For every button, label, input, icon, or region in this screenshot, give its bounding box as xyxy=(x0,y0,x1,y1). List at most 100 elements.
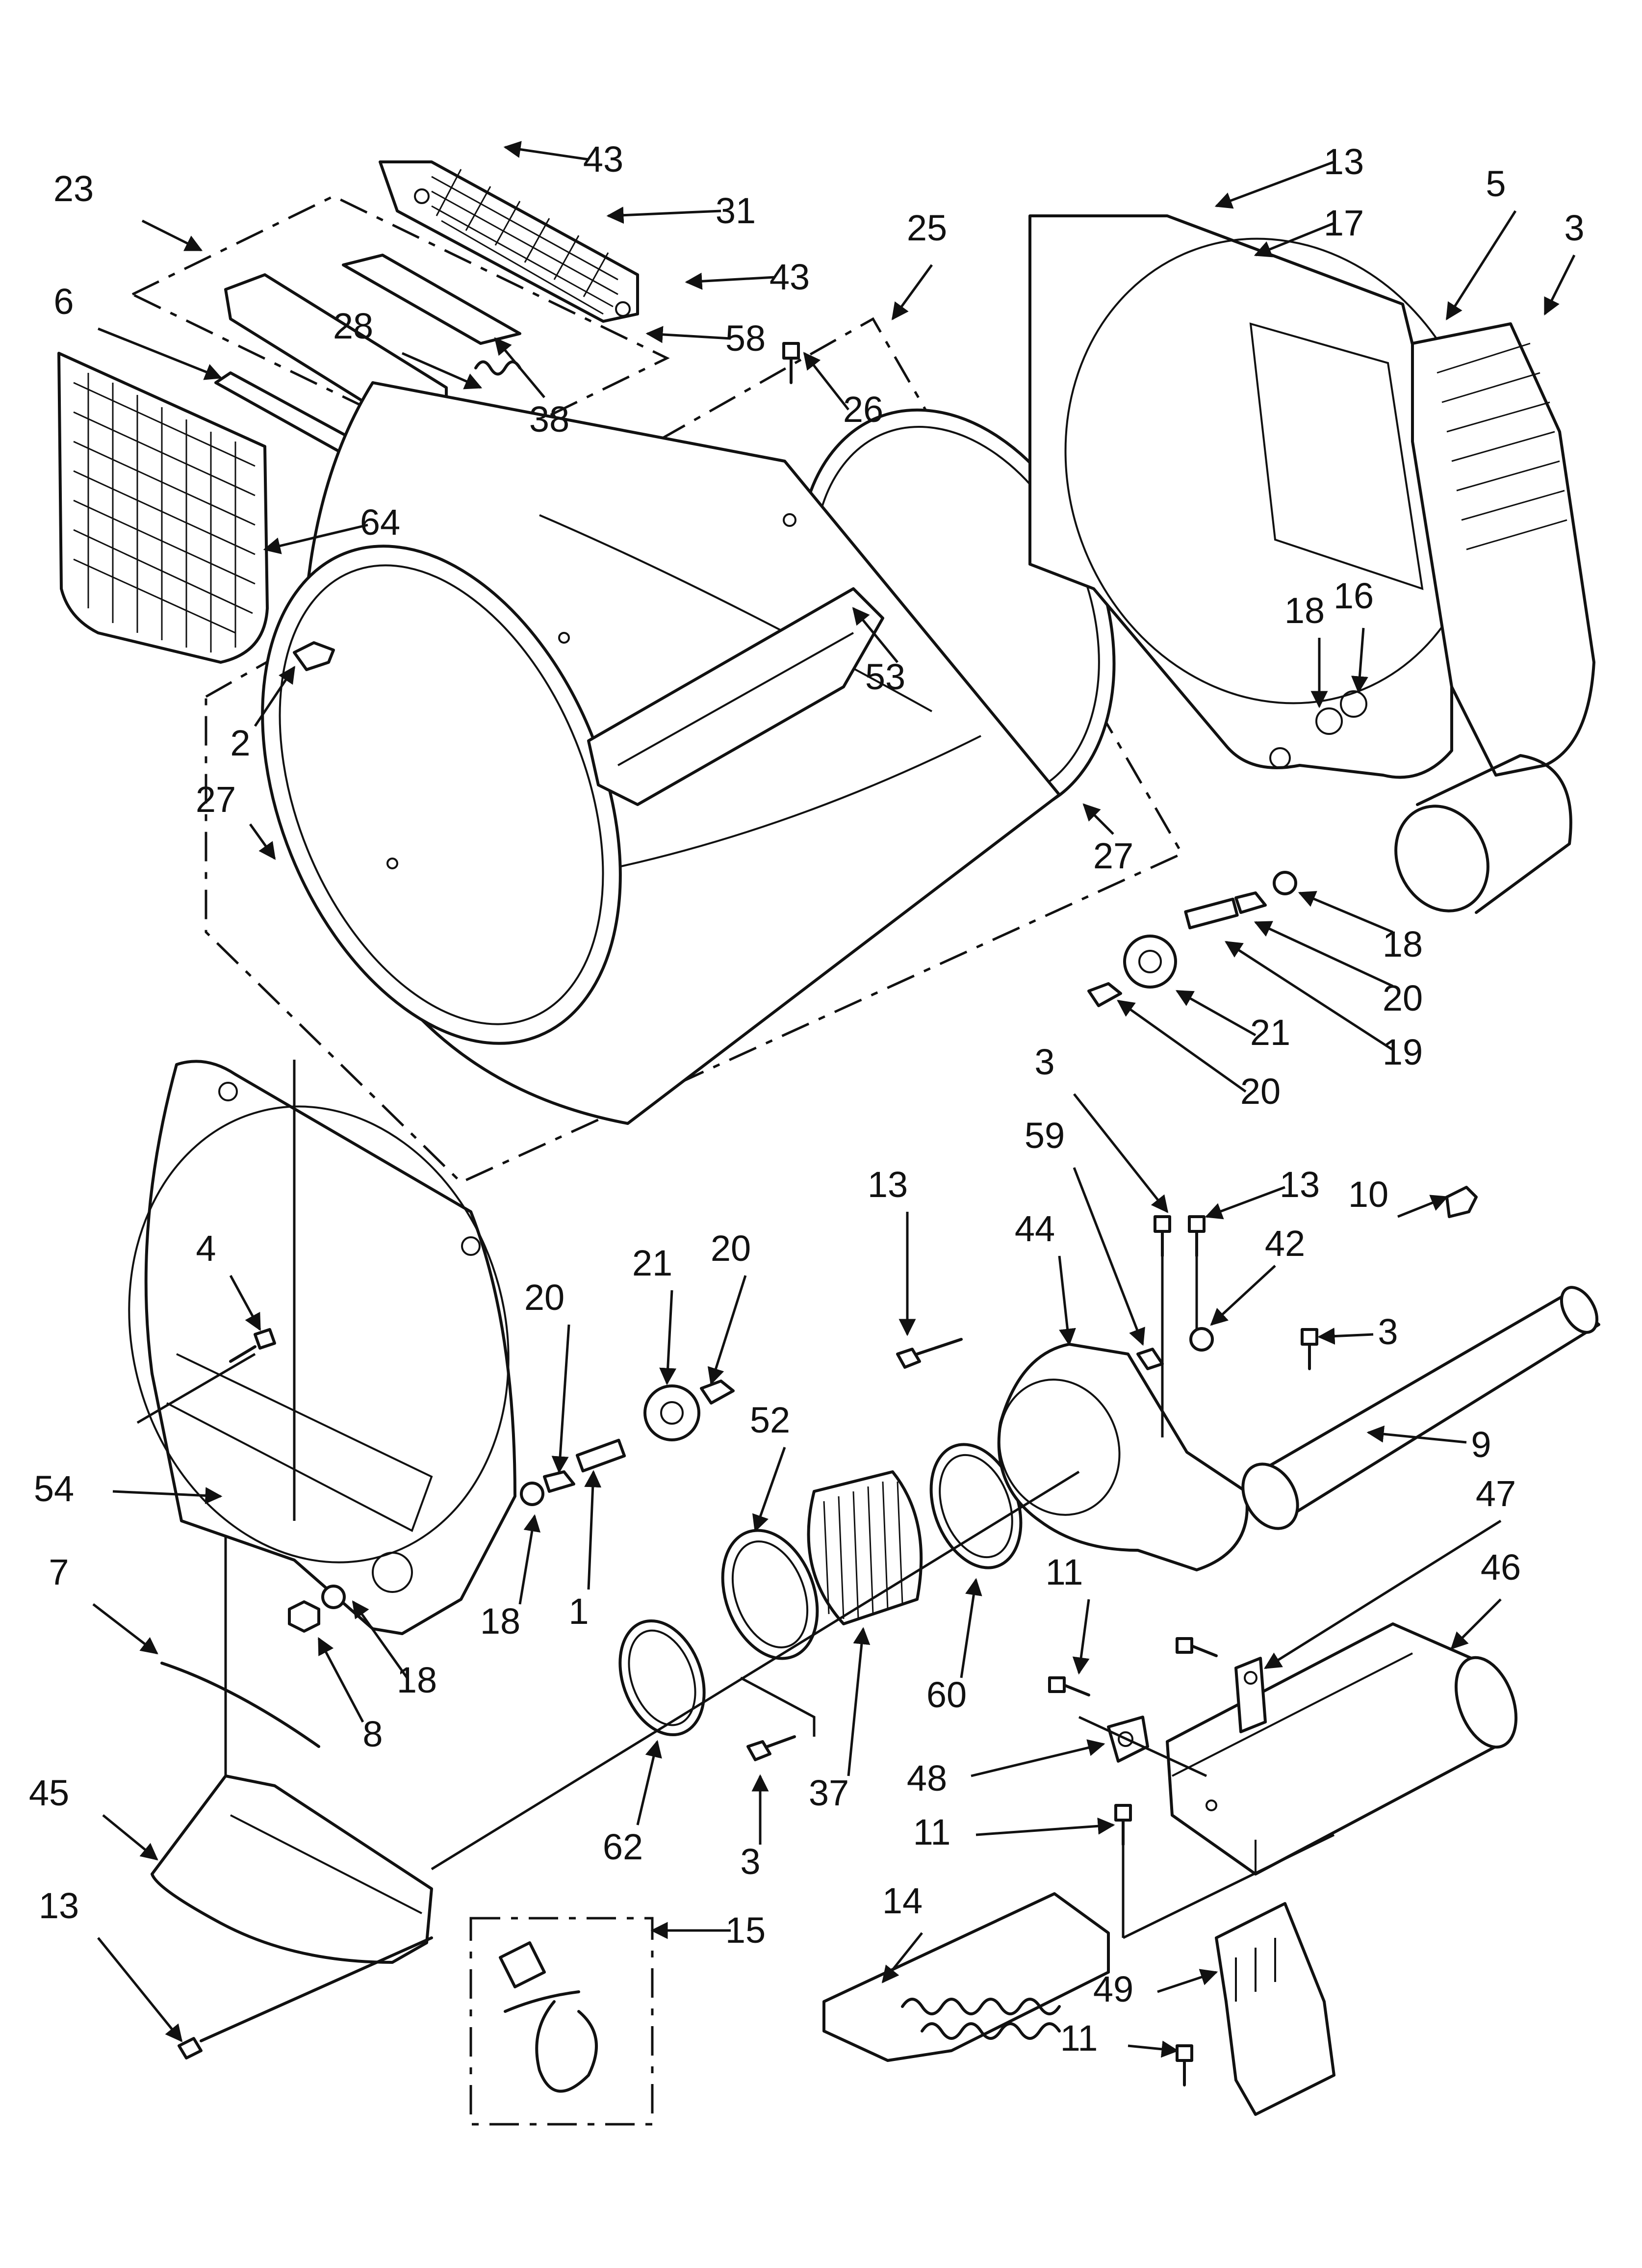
heater-duct-46 xyxy=(1166,1622,1518,1876)
callout-arrow-47 xyxy=(1264,1519,1502,1669)
callout-label-3c: 3 xyxy=(1378,1311,1398,1352)
clip-10 xyxy=(1445,1186,1478,1218)
callout-label-58: 58 xyxy=(725,318,766,359)
screw-3-exhaust xyxy=(1301,1328,1318,1370)
callout-label-21a: 21 xyxy=(1250,1012,1290,1053)
duct-screws xyxy=(1154,1215,1214,1437)
callout-arrow-3a xyxy=(1543,254,1576,316)
screw-13-bottom xyxy=(178,1936,433,2059)
callout-arrow-5 xyxy=(1445,210,1517,320)
callout-label-7: 7 xyxy=(49,1552,69,1592)
callout-label-9: 9 xyxy=(1471,1424,1491,1465)
callout-label-18a: 18 xyxy=(1284,590,1325,631)
callout-label-16: 16 xyxy=(1334,575,1374,616)
callout-label-43b: 43 xyxy=(770,257,810,297)
callout-arrow-27a xyxy=(249,823,276,860)
callout-arrow-7 xyxy=(92,1603,158,1655)
callout-label-3d: 3 xyxy=(740,1841,760,1882)
callout-label-25: 25 xyxy=(907,208,947,248)
callout-label-19: 19 xyxy=(1383,1032,1423,1072)
callout-arrow-2 xyxy=(254,666,296,727)
callout-arrow-13c xyxy=(1205,1186,1285,1220)
callout-arrow-11a xyxy=(1072,1599,1090,1675)
callout-arrow-26 xyxy=(803,352,849,411)
callout-arrow-44 xyxy=(1058,1255,1076,1346)
callout-label-6: 6 xyxy=(53,281,74,322)
callout-label-20d: 20 xyxy=(711,1228,751,1269)
callout-label-45: 45 xyxy=(29,1773,69,1813)
callout-label-5: 5 xyxy=(1486,163,1506,204)
callout-arrow-52 xyxy=(752,1447,786,1533)
blower-assembly xyxy=(431,1343,1249,1871)
callout-arrow-62 xyxy=(636,1740,662,1825)
callout-arrow-14 xyxy=(881,1932,923,1983)
callout-label-18c: 18 xyxy=(480,1601,520,1642)
screw-4 xyxy=(229,1328,276,1363)
exhaust-tube-9 xyxy=(1241,1286,1600,1530)
callout-arrow-4 xyxy=(229,1275,261,1331)
callout-label-31: 31 xyxy=(716,190,756,231)
callout-label-27b: 27 xyxy=(1093,835,1133,876)
callout-arrow-43a xyxy=(503,141,589,161)
callout-label-18b: 18 xyxy=(1383,924,1423,965)
callout-arrow-19 xyxy=(1225,940,1394,1051)
callout-label-46: 46 xyxy=(1481,1547,1521,1588)
callout-arrow-64 xyxy=(263,523,368,554)
callout-arrow-49 xyxy=(1157,1969,1218,1993)
callout-arrow-10 xyxy=(1397,1195,1449,1218)
callout-arrow-8 xyxy=(317,1637,364,1723)
callout-label-20b: 20 xyxy=(1240,1071,1281,1112)
callout-arrow-20c xyxy=(551,1324,570,1474)
callout-label-54: 54 xyxy=(34,1468,74,1509)
callout-label-13d: 13 xyxy=(39,1885,79,1926)
callout-label-13a: 13 xyxy=(1324,141,1364,182)
callout-arrow-60 xyxy=(960,1578,982,1678)
callout-label-52: 52 xyxy=(750,1400,790,1440)
callout-label-15: 15 xyxy=(725,1910,766,1951)
strip-7 xyxy=(160,1662,320,1748)
lint-grille xyxy=(379,160,639,323)
callout-label-26: 26 xyxy=(843,389,883,430)
screw-26 xyxy=(782,342,800,384)
callout-arrow-18c xyxy=(518,1514,541,1605)
heater-element-14 xyxy=(822,1892,1110,2062)
callout-label-49: 49 xyxy=(1093,1969,1133,2009)
callout-label-44: 44 xyxy=(1015,1208,1055,1249)
callout-arrow-28 xyxy=(401,352,483,390)
callout-arrow-48 xyxy=(971,1739,1105,1777)
callout-label-3b: 3 xyxy=(1034,1042,1054,1082)
callout-label-3a: 3 xyxy=(1564,208,1584,248)
callout-label-60: 60 xyxy=(926,1674,967,1715)
callout-arrow-11b xyxy=(975,1817,1115,1836)
callout-label-13b: 13 xyxy=(868,1164,908,1205)
callout-label-37: 37 xyxy=(809,1773,849,1813)
callout-arrow-59 xyxy=(1073,1167,1145,1346)
callout-arrow-38 xyxy=(494,337,545,398)
baffle-53 xyxy=(587,587,884,806)
callout-label-59: 59 xyxy=(1025,1115,1065,1156)
callout-label-43a: 43 xyxy=(583,139,623,180)
callout-label-13c: 13 xyxy=(1280,1164,1320,1205)
screws-11 xyxy=(1048,1637,1218,2086)
front-roller-assembly xyxy=(288,1380,735,1633)
screw-13-blower xyxy=(896,1338,963,1369)
wire-kit-15 xyxy=(469,1917,654,2126)
callout-arrow-27b xyxy=(1082,803,1114,835)
callout-label-20c: 20 xyxy=(524,1277,564,1318)
callout-arrow-45 xyxy=(102,1814,158,1861)
callout-arrow-46 xyxy=(1450,1598,1502,1650)
callout-label-62: 62 xyxy=(603,1826,643,1867)
callout-arrow-21b xyxy=(659,1290,677,1385)
clip-59 xyxy=(1136,1348,1164,1370)
callout-arrow-17 xyxy=(1254,222,1334,258)
callout-label-28: 28 xyxy=(333,306,373,346)
callout-label-23: 23 xyxy=(53,168,94,209)
callout-arrow-53 xyxy=(852,607,898,663)
bracket-38 xyxy=(342,254,521,345)
callout-arrow-11c xyxy=(1128,2040,1179,2058)
callout-arrow-54 xyxy=(112,1487,223,1505)
callout-arrow-13d xyxy=(97,1937,183,2042)
callout-label-11a: 11 xyxy=(1046,1552,1083,1592)
